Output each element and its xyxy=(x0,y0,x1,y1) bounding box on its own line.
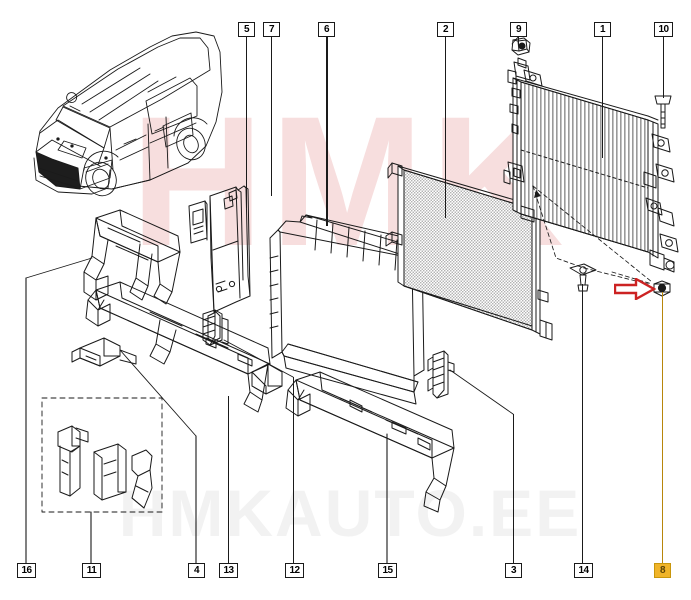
callout-6[interactable]: 6 xyxy=(318,22,335,37)
leader-6 xyxy=(326,37,328,226)
part-11-clip-kit xyxy=(41,397,163,564)
callout-1[interactable]: 1 xyxy=(594,22,611,37)
leader-14 xyxy=(582,284,584,563)
part-14-washer xyxy=(569,263,597,292)
leader-2 xyxy=(445,37,447,218)
part-10-bolt xyxy=(654,95,672,129)
leader-1 xyxy=(602,37,604,158)
callout-7[interactable]: 7 xyxy=(263,22,280,37)
callout-9[interactable]: 9 xyxy=(510,22,527,37)
part-8-nut xyxy=(653,280,671,297)
callout-15[interactable]: 15 xyxy=(378,563,397,578)
callout-11[interactable]: 11 xyxy=(82,563,101,578)
leader-12 xyxy=(293,377,295,563)
part-4-lower-beam xyxy=(85,281,271,564)
leader-8 xyxy=(662,292,664,563)
part-5-plate xyxy=(188,200,208,244)
callout-14[interactable]: 14 xyxy=(574,563,593,578)
part-9-rubber-mount xyxy=(511,37,531,56)
leader-10 xyxy=(663,37,665,98)
leader-7 xyxy=(271,37,273,196)
callout-3[interactable]: 3 xyxy=(505,563,522,578)
bracket-mid-left xyxy=(71,337,137,367)
part-15-lower-crossmember xyxy=(285,371,455,564)
callout-2[interactable]: 2 xyxy=(437,22,454,37)
callout-13[interactable]: 13 xyxy=(219,563,238,578)
part-13-spacer xyxy=(207,311,221,343)
bracket-right-group xyxy=(251,363,283,395)
leader-9 xyxy=(518,37,520,46)
red-pointer-arrow xyxy=(614,278,656,300)
leader-5 xyxy=(246,37,248,208)
leader-3 xyxy=(513,414,515,563)
callout-8-selected[interactable]: 8 xyxy=(654,563,671,578)
part-7-deflector xyxy=(209,185,251,313)
callout-4[interactable]: 4 xyxy=(188,563,205,578)
callout-12[interactable]: 12 xyxy=(285,563,304,578)
leader-13 xyxy=(228,396,230,563)
part-16-upper-crossmember xyxy=(25,209,181,564)
callout-5[interactable]: 5 xyxy=(238,22,255,37)
vehicle-illustration xyxy=(33,31,223,197)
part-1-radiator xyxy=(503,57,679,273)
callout-10[interactable]: 10 xyxy=(654,22,673,37)
part-3-bracket xyxy=(427,350,514,415)
callout-16[interactable]: 16 xyxy=(17,563,36,578)
